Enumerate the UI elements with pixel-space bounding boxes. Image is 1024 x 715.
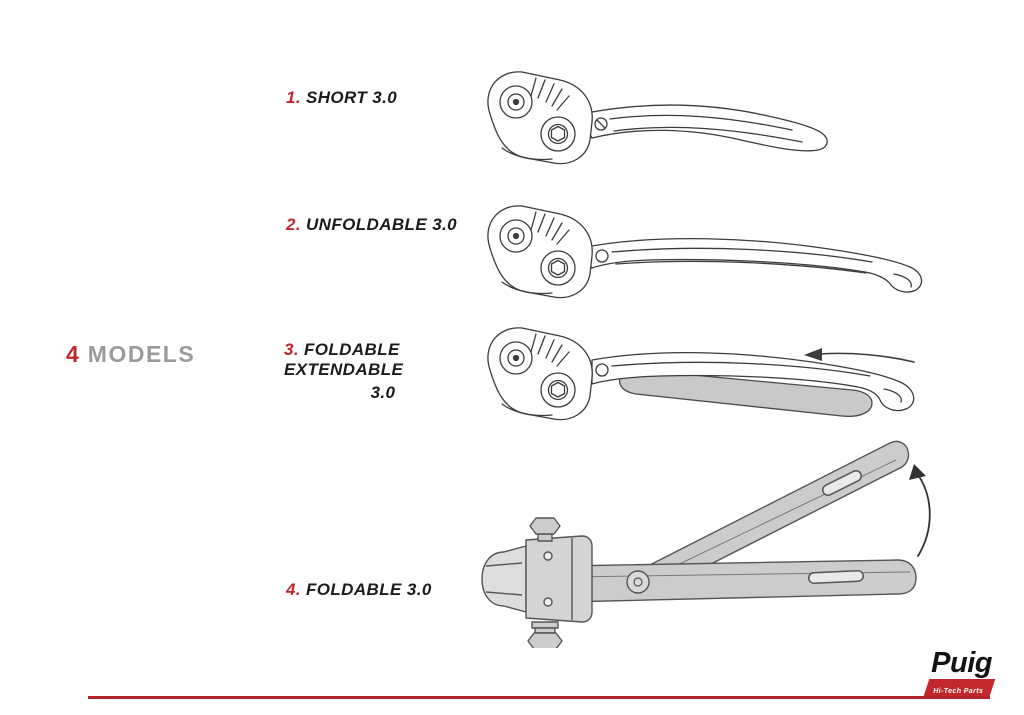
lever-pivot <box>487 205 593 299</box>
brand-logo: Puig Hi-Tech Parts <box>880 647 996 699</box>
bottom-nut <box>527 632 563 648</box>
lever-folded-blade <box>635 440 910 597</box>
lever-pivot <box>487 71 593 165</box>
lever-blade <box>587 237 923 293</box>
lever-arm <box>565 559 917 603</box>
lever-clamp <box>481 517 593 648</box>
top-bolt-head <box>529 517 561 535</box>
model-label-unfoldable: 2.UNFOLDABLE 3.0 <box>286 215 457 235</box>
lever-foldable-illustration <box>481 440 931 648</box>
lever-blade <box>591 351 915 412</box>
models-heading: 4 MODELS <box>66 341 195 368</box>
arm-slot <box>809 571 863 583</box>
extend-arrow-icon <box>804 348 915 363</box>
model-label-foldable: 4.FOLDABLE 3.0 <box>286 580 432 600</box>
model-name: FOLDABLE EXTENDABLE <box>284 340 404 379</box>
model-label-short: 1.SHORT 3.0 <box>286 88 397 108</box>
lever-unfoldable-illustration <box>487 205 923 299</box>
fold-pivot <box>626 570 650 594</box>
model-name: UNFOLDABLE 3.0 <box>305 215 458 234</box>
brand-name: Puig <box>931 647 992 679</box>
model-number: 1. <box>286 88 301 107</box>
model-name-line2: 3.0 <box>370 383 396 402</box>
lever-foldable-extendable-illustration <box>487 327 915 421</box>
model-name: FOLDABLE 3.0 <box>305 580 432 599</box>
lever-blade <box>587 104 828 152</box>
footer-rule <box>88 696 990 699</box>
model-number: 4. <box>286 580 301 599</box>
models-label: MODELS <box>87 341 196 367</box>
model-name: SHORT 3.0 <box>305 88 398 107</box>
fold-arrow-icon <box>909 464 931 557</box>
model-number: 2. <box>286 215 301 234</box>
models-count: 4 <box>66 341 79 367</box>
lever-short-illustration <box>487 71 828 165</box>
model-number: 3. <box>284 340 299 359</box>
lever-pivot <box>487 327 593 421</box>
brand-tagline: Hi-Tech Parts <box>933 688 984 695</box>
blade-slot <box>823 471 861 495</box>
model-label-foldable-extendable: 3.FOLDABLE EXTENDABLE 3.0 <box>284 340 482 403</box>
top-bolt-shaft <box>537 533 553 542</box>
